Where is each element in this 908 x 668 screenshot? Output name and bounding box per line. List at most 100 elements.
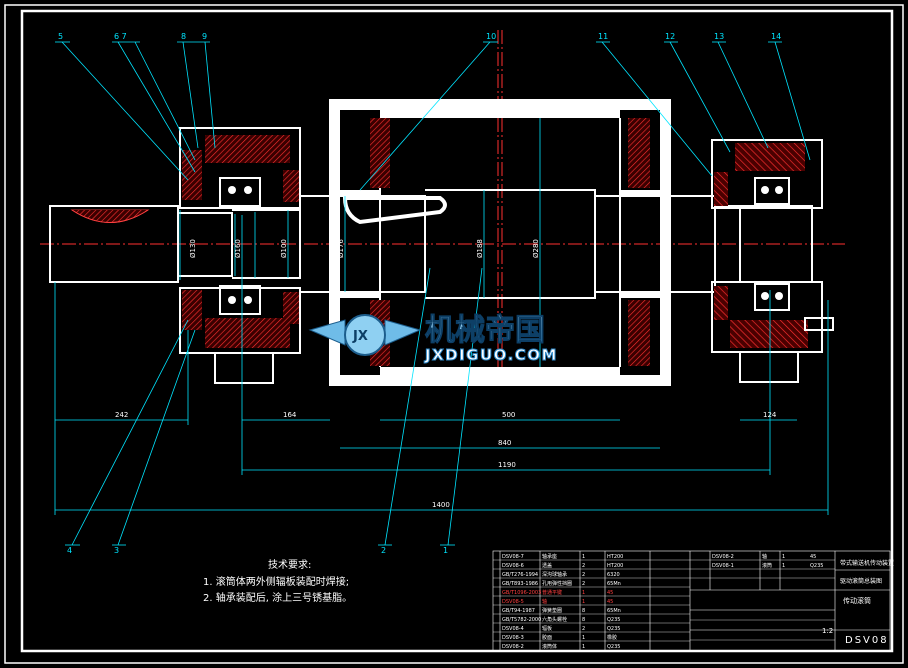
balloon-3: 3 [114, 546, 119, 555]
parts-cell: 1 [582, 590, 585, 596]
parts-cell: 橡胶 [607, 634, 617, 641]
drum-shell [329, 99, 671, 386]
outer-border [4, 4, 904, 664]
dim-840: 840 [498, 439, 511, 447]
drawing-name: 传动滚筒 [843, 596, 871, 605]
parts-cell: 孔用弹性挡圈 [542, 580, 572, 587]
parts-cell: 胶面 [542, 634, 552, 641]
company-line-1: 带式输送机传动装置 [840, 559, 894, 567]
parts-cell: 轴承座 [542, 553, 557, 560]
parts-cell-right: 45 [810, 554, 816, 560]
parts-cell: 弹簧垫圈 [542, 607, 562, 614]
parts-cell: 2 [582, 626, 585, 632]
parts-cell: Q235 [607, 644, 620, 650]
balloon-12: 12 [665, 32, 675, 41]
parts-cell-right: DSV08-1 [712, 563, 734, 569]
parts-cell: GB/T5782-2000 [502, 617, 541, 623]
inner-border [20, 9, 894, 653]
parts-cell: Q235 [607, 617, 620, 623]
parts-cell: 45 [607, 599, 613, 605]
company-line-2: 驱动滚筒总装图 [840, 577, 882, 585]
balloon-8: 8 [181, 32, 186, 41]
dim-d188: Ø188 [476, 239, 484, 258]
balloon-6-7: 6 7 [114, 32, 127, 41]
dimension-vlines [179, 118, 541, 367]
parts-cell: DSV08-7 [502, 554, 524, 560]
dim-500: 500 [502, 411, 515, 419]
parts-cell-right: 滚筒 [762, 562, 772, 569]
parts-cell: 1 [582, 554, 585, 560]
parts-cell-right: 1 [782, 554, 785, 560]
parts-cell: DSV08-6 [502, 563, 524, 569]
parts-cell: 2 [582, 581, 585, 587]
title-block-rows [493, 559, 835, 642]
watermark-gear-icon [344, 314, 386, 356]
balloon-9: 9 [202, 32, 207, 41]
parts-cell: 六角头螺栓 [542, 616, 567, 623]
dim-d280: Ø280 [532, 239, 540, 258]
parts-cell: 滚筒体 [542, 643, 557, 650]
parts-cell: HT200 [607, 554, 623, 560]
parts-cell: DSV08-3 [502, 635, 524, 641]
parts-cell: 透盖 [542, 562, 552, 569]
parts-cell: 1 [582, 644, 585, 650]
watermark-cn: 机械帝国 [425, 313, 545, 348]
balloon-2: 2 [381, 546, 386, 555]
parts-cell: 2 [582, 572, 585, 578]
dim-d176: Ø176 [337, 239, 345, 258]
parts-cell: GB/T1096-2003 [502, 590, 541, 596]
balloon-13: 13 [714, 32, 724, 41]
parts-cell: 1 [582, 635, 585, 641]
parts-cell: DSV08-4 [502, 626, 524, 632]
parts-cell: Q235 [607, 626, 620, 632]
parts-cell: 轴 [542, 598, 547, 605]
leader-ticks [55, 41, 782, 546]
parts-cell: 普通平键 [542, 589, 562, 596]
balloon-14: 14 [771, 32, 781, 41]
parts-cell: 6320 [607, 572, 620, 578]
parts-cell: 深沟球轴承 [542, 571, 567, 578]
dim-d160: Ø160 [234, 239, 242, 258]
balloon-5: 5 [58, 32, 63, 41]
dim-1190: 1190 [498, 461, 516, 469]
parts-cell: 65Mn [607, 608, 621, 614]
parts-cell: 1 [582, 599, 585, 605]
dim-164: 164 [283, 411, 297, 419]
watermark-en: JXDIGUO.COM [424, 346, 558, 364]
leader-lines [61, 41, 811, 546]
parts-cell: DSV08-5 [502, 599, 524, 605]
left-key-hatch [71, 209, 149, 223]
parts-cell: 45 [607, 590, 613, 596]
watermark-badge: JX [352, 329, 368, 344]
parts-cell: GB/T94-1987 [502, 608, 535, 614]
watermark: JX 机械帝国 JXDIGUO.COM [308, 313, 558, 365]
drawing-scale: 1:2 [822, 627, 833, 635]
left-bearing [179, 127, 301, 384]
dim-124: 124 [763, 411, 777, 419]
dim-1400: 1400 [432, 501, 450, 509]
notes-line-1: 1. 滚筒体两外侧辐板装配时焊接; [203, 575, 349, 588]
parts-cell: GB/T276-1994 [502, 572, 538, 578]
parts-cell: HT200 [607, 563, 623, 569]
notes-title: 技术要求: [268, 558, 311, 571]
parts-cell-right: 轴 [762, 553, 767, 560]
dim-242: 242 [115, 411, 128, 419]
parts-cell-right: 1 [782, 563, 785, 569]
parts-cell: DSV08-2 [502, 644, 524, 650]
notes-line-2: 2. 轴承装配后, 涂上三号锈基脂。 [203, 591, 352, 604]
parts-cell: GB/T893-1986 [502, 581, 538, 587]
balloon-4: 4 [67, 546, 72, 555]
parts-cell: 辐板 [542, 625, 552, 632]
dimension-lines [54, 215, 829, 515]
balloon-10: 10 [486, 32, 496, 41]
parts-cell-right: DSV08-2 [712, 554, 734, 560]
parts-cell: 8 [582, 608, 585, 614]
dim-d130: Ø130 [189, 239, 197, 258]
parts-cell-right: Q235 [810, 563, 823, 569]
drawing-number: DSV08 [845, 635, 889, 646]
parts-cell: 65Mn [607, 581, 621, 587]
balloon-11: 11 [598, 32, 608, 41]
